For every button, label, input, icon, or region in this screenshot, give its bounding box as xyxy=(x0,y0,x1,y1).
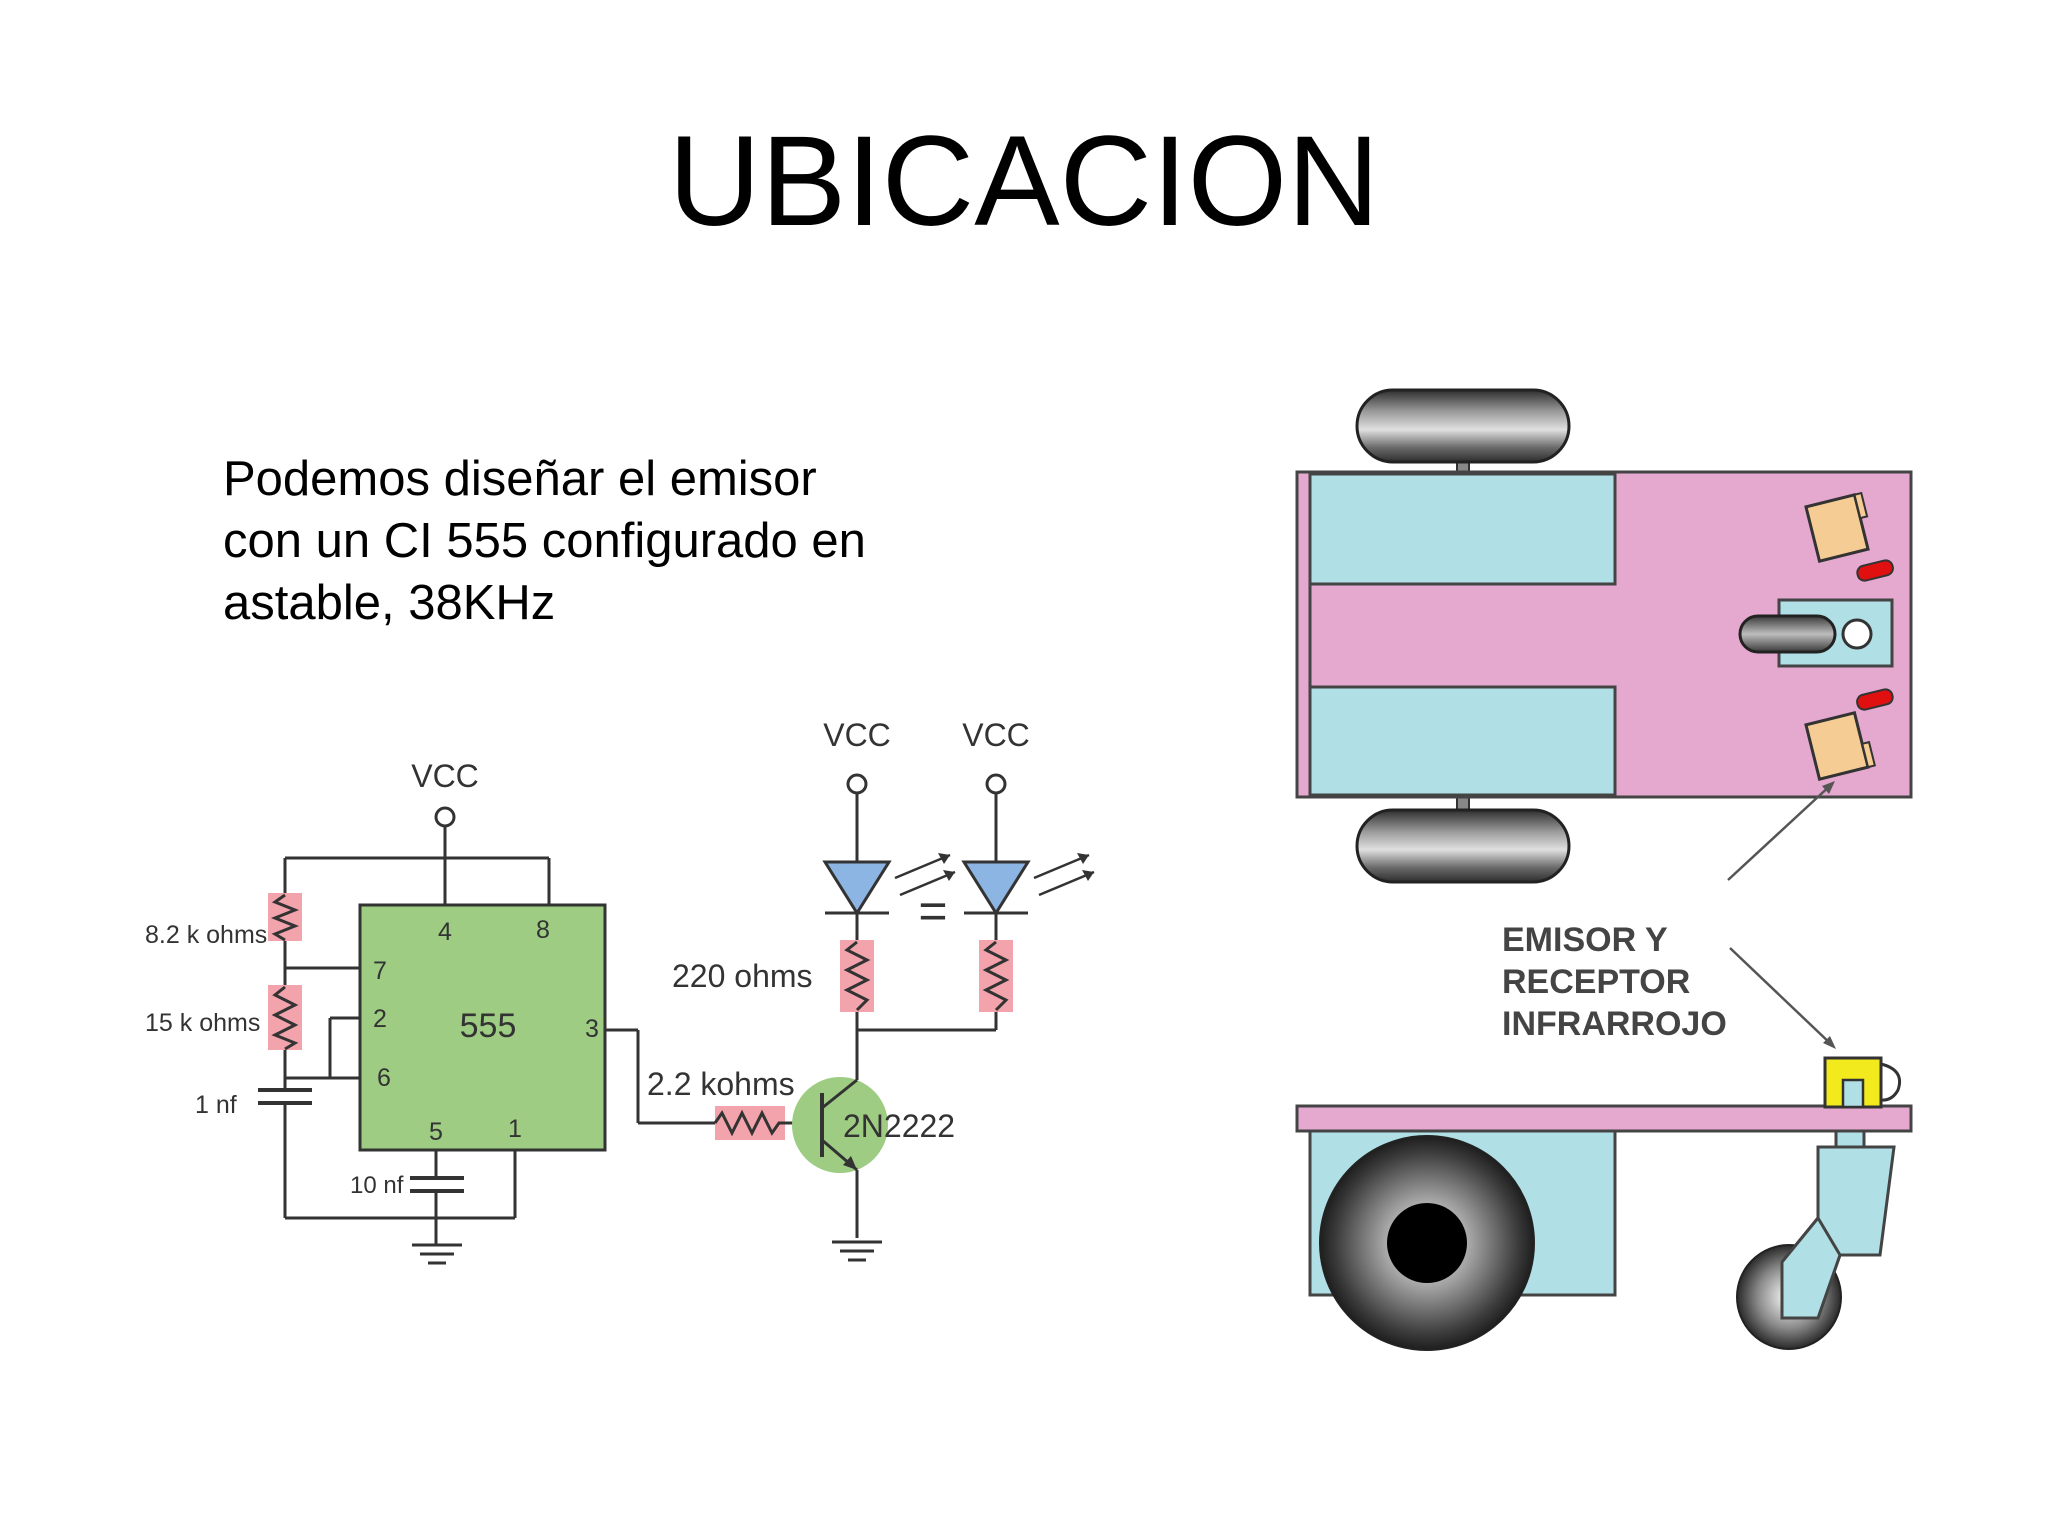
circuit-schematic xyxy=(258,773,1007,1265)
top-wheel-lower xyxy=(1355,808,1571,884)
pin-8-label: 8 xyxy=(536,916,550,944)
ic-555-body xyxy=(358,903,607,1152)
pin-3-label: 3 xyxy=(585,1015,599,1043)
vcc-label-led-1: VCC xyxy=(823,717,891,753)
transistor-label: 2N2222 xyxy=(843,1108,955,1144)
panel-top-upper xyxy=(1308,472,1617,586)
pin-6-label: 6 xyxy=(377,1064,391,1092)
r-base-label: 2.2 kohms xyxy=(647,1066,795,1102)
body-line-1: Podemos diseñar el emisor xyxy=(223,452,817,506)
vcc-label-555: VCC xyxy=(411,758,479,794)
vcc-terminal-led-2 xyxy=(985,773,1007,795)
body-line-3: astable, 38KHz xyxy=(223,576,556,630)
panel-top-lower xyxy=(1308,685,1617,797)
vcc-terminal-led-1 xyxy=(846,773,868,795)
vcc-terminal-555 xyxy=(434,806,456,828)
robot-side-view xyxy=(1295,1056,1913,1351)
callout-line-3: INFRARROJO xyxy=(1502,1005,1727,1043)
sensor-module-side xyxy=(1823,1056,1902,1109)
body-line-2: con un CI 555 configurado en xyxy=(223,514,866,568)
sensor-module-2 xyxy=(1804,688,1894,782)
pin-4-label: 4 xyxy=(438,918,452,946)
pin-5-label: 5 xyxy=(429,1118,443,1146)
sensor-module-1 xyxy=(1804,491,1894,582)
resistor-220-1 xyxy=(840,940,874,1012)
top-wheel-upper xyxy=(1355,388,1571,464)
pin-7-label: 7 xyxy=(373,957,387,985)
pin-1-label: 1 xyxy=(508,1115,522,1143)
resistor-220-2 xyxy=(979,940,1013,1012)
r-led-label: 220 ohms xyxy=(672,958,813,994)
resistor-8k2 xyxy=(268,893,302,942)
callout-line-1: EMISOR Y xyxy=(1502,921,1668,959)
ic-555-label: 555 xyxy=(460,1007,517,1045)
r2-label: 15 k ohms xyxy=(145,1009,260,1037)
slide-body-text: Podemos diseñar el emisor con un CI 555 … xyxy=(223,448,943,634)
c1-label: 1 nf xyxy=(195,1091,237,1119)
transistor-2n2222 xyxy=(792,1077,888,1173)
led-1 xyxy=(822,853,956,916)
robot-top-view xyxy=(1295,388,1913,884)
caster-top xyxy=(1738,614,1837,654)
resistor-15k xyxy=(268,985,302,1051)
callout-text: EMISOR Y RECEPTOR INFRARROJO xyxy=(1502,921,1727,1043)
callout-line-2: RECEPTOR xyxy=(1502,963,1690,1001)
slide-title: UBICACION xyxy=(668,110,1380,253)
vcc-label-led-2: VCC xyxy=(962,717,1030,753)
equals-sign: = xyxy=(918,883,947,939)
led-2 xyxy=(961,853,1095,916)
c2-label: 10 nf xyxy=(350,1172,404,1199)
side-platform xyxy=(1295,1104,1913,1133)
r1-label: 8.2 k ohms xyxy=(145,921,267,949)
resistor-2k2 xyxy=(713,1106,785,1140)
pin-2-label: 2 xyxy=(373,1005,387,1033)
